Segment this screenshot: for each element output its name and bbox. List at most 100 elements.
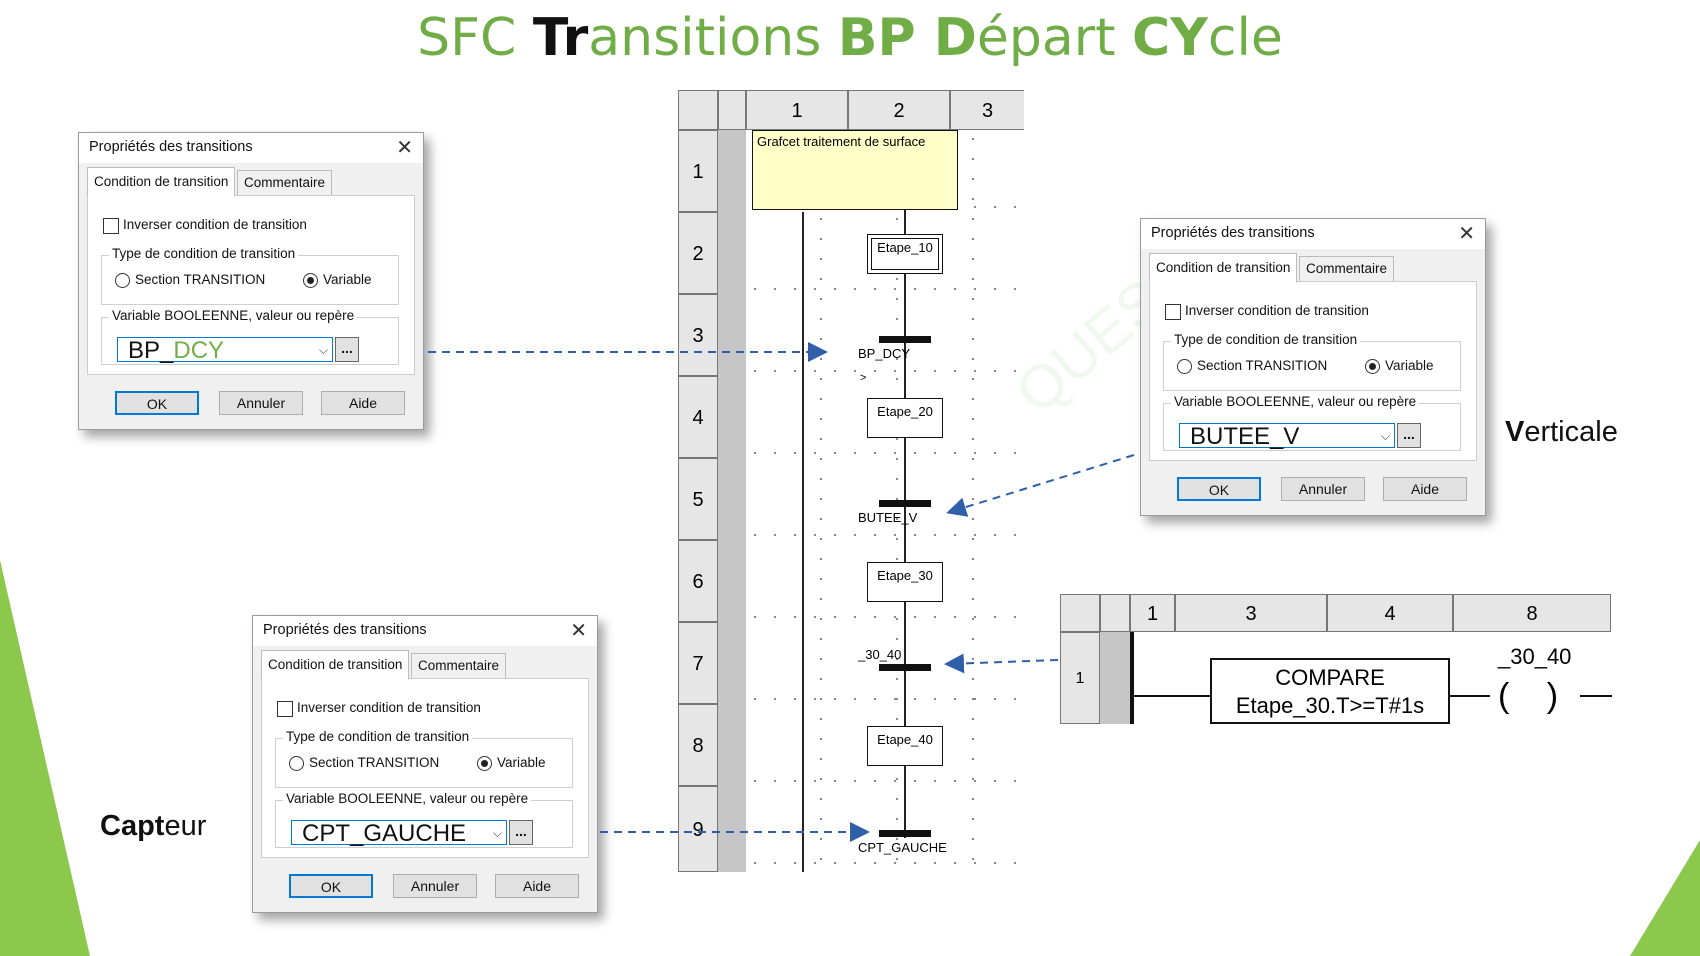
variable-group-title: Variable BOOLEENNE, valeur ou repère bbox=[1171, 394, 1420, 409]
left-power-rail bbox=[1130, 632, 1134, 724]
help-button[interactable]: Aide bbox=[1383, 477, 1467, 501]
invert-checkbox[interactable] bbox=[277, 701, 293, 717]
close-icon[interactable]: ✕ bbox=[396, 137, 413, 159]
transition-properties-dialog-bp-dcy: Propriétés des transitions ✕ Condition d… bbox=[78, 132, 424, 430]
browse-button[interactable]: ... bbox=[335, 337, 359, 362]
ladder-column-1[interactable]: 1 bbox=[1130, 594, 1175, 632]
tab-commentaire[interactable]: Commentaire bbox=[237, 170, 333, 196]
output-coil[interactable]: ( ) bbox=[1490, 679, 1580, 716]
variable-value: BUTEE_V bbox=[1190, 423, 1300, 450]
sfc-editor: 1 2 3 1 2 3 4 5 6 7 8 9 Grafcet traiteme… bbox=[678, 90, 1024, 872]
compare-block[interactable]: COMPARE Etape_30.T>=T#1s bbox=[1210, 658, 1450, 724]
main-link-line bbox=[904, 210, 906, 838]
variable-radio[interactable] bbox=[477, 756, 492, 771]
ok-button[interactable]: OK bbox=[1177, 477, 1261, 501]
chevron-down-icon[interactable]: ⌵ bbox=[318, 343, 328, 357]
ladder-transition-section: 1 3 4 8 1 COMPARE Etape_30.T>=T#1s ( ) _… bbox=[1060, 594, 1615, 728]
invert-checkbox[interactable] bbox=[103, 218, 119, 234]
variable-group-title: Variable BOOLEENNE, valeur ou repère bbox=[109, 308, 358, 323]
help-button[interactable]: Aide bbox=[495, 874, 579, 898]
row-header-4[interactable]: 4 bbox=[678, 376, 718, 458]
transition-label-cpt-gauche: CPT_GAUCHE bbox=[858, 840, 947, 855]
label-capteur: Capteur bbox=[100, 810, 206, 843]
step-label: Etape_40 bbox=[877, 732, 933, 747]
compare-block-expression: Etape_30.T>=T#1s bbox=[1235, 693, 1425, 718]
row-header-8[interactable]: 8 bbox=[678, 704, 718, 786]
step-etape-30[interactable]: Etape_30 bbox=[867, 562, 943, 602]
variable-radio[interactable] bbox=[1365, 359, 1380, 374]
invert-checkbox[interactable] bbox=[1165, 304, 1181, 320]
ladder-column-8[interactable]: 8 bbox=[1453, 594, 1611, 632]
variable-combo[interactable]: BUTEE_V ⌵ bbox=[1179, 423, 1395, 450]
variable-combo[interactable]: CPT_GAUCHE⌵ bbox=[291, 820, 507, 846]
transition-bar[interactable] bbox=[879, 664, 931, 671]
title-part: D bbox=[915, 8, 977, 68]
section-transition-label: Section TRANSITION bbox=[309, 755, 440, 770]
transition-bar[interactable] bbox=[879, 830, 931, 837]
title-part: Tr bbox=[532, 8, 589, 68]
invert-label: Inverser condition de transition bbox=[123, 217, 307, 232]
row-header-7[interactable]: 7 bbox=[678, 622, 718, 704]
row-header-2[interactable]: 2 bbox=[678, 212, 718, 294]
cancel-button[interactable]: Annuler bbox=[219, 391, 303, 415]
ok-button[interactable]: OK bbox=[289, 874, 373, 898]
transition-bar[interactable] bbox=[879, 336, 931, 343]
step-etape-10[interactable]: Etape_10 bbox=[867, 234, 943, 274]
section-transition-radio[interactable] bbox=[115, 273, 130, 288]
label-verticale-bold: V bbox=[1505, 416, 1525, 448]
section-transition-label: Section TRANSITION bbox=[1197, 358, 1328, 373]
tab-commentaire[interactable]: Commentaire bbox=[411, 653, 507, 679]
help-button[interactable]: Aide bbox=[321, 391, 405, 415]
invert-label: Inverser condition de transition bbox=[1185, 303, 1369, 318]
cancel-button[interactable]: Annuler bbox=[393, 874, 477, 898]
section-transition-radio[interactable] bbox=[289, 756, 304, 771]
dialog-title: Propriétés des transitions bbox=[263, 622, 427, 638]
ok-button[interactable]: OK bbox=[115, 391, 199, 415]
jump-marker: > bbox=[860, 372, 867, 384]
decorative-green-shape-left bbox=[0, 560, 90, 956]
grafcet-comment[interactable]: Grafcet traitement de surface bbox=[752, 130, 958, 210]
step-etape-20[interactable]: Etape_20 bbox=[867, 398, 943, 438]
variable-combo[interactable]: BP_DCY ⌵ bbox=[117, 337, 333, 364]
section-transition-label: Section TRANSITION bbox=[135, 272, 266, 287]
compare-block-name: COMPARE bbox=[1275, 665, 1385, 690]
ladder-column-3[interactable]: 3 bbox=[1175, 594, 1327, 632]
close-icon[interactable]: ✕ bbox=[1458, 223, 1475, 245]
transition-label-30-40: _30_40 bbox=[858, 647, 902, 662]
tab-condition[interactable]: Condition de transition bbox=[1149, 253, 1298, 283]
ladder-gutter bbox=[1100, 632, 1130, 724]
cancel-button[interactable]: Annuler bbox=[1281, 477, 1365, 501]
transition-bar[interactable] bbox=[879, 500, 931, 507]
section-transition-radio[interactable] bbox=[1177, 359, 1192, 374]
row-header-5[interactable]: 5 bbox=[678, 458, 718, 540]
row-header-1[interactable]: 1 bbox=[678, 130, 718, 212]
grid-corner bbox=[1060, 594, 1100, 632]
close-icon[interactable]: ✕ bbox=[570, 620, 587, 642]
step-etape-40[interactable]: Etape_40 bbox=[867, 726, 943, 766]
title-part: ansitions bbox=[588, 8, 838, 68]
row-header-9[interactable]: 9 bbox=[678, 786, 718, 872]
step-label: Etape_20 bbox=[877, 404, 933, 419]
ladder-column-4[interactable]: 4 bbox=[1327, 594, 1453, 632]
column-header-1[interactable]: 1 bbox=[746, 90, 848, 130]
row-header-3[interactable]: 3 bbox=[678, 294, 718, 376]
variable-radio[interactable] bbox=[303, 273, 318, 288]
column-header-3[interactable]: 3 bbox=[950, 90, 1024, 130]
ladder-row-1[interactable]: 1 bbox=[1060, 632, 1100, 724]
row-header-6[interactable]: 6 bbox=[678, 540, 718, 622]
label-capteur-bold: Capt bbox=[100, 810, 165, 842]
browse-button[interactable]: ... bbox=[1397, 423, 1421, 448]
variable-value-prefix: BP_ bbox=[128, 337, 174, 364]
tab-commentaire[interactable]: Commentaire bbox=[1299, 256, 1395, 282]
title-part: CY bbox=[1132, 8, 1208, 68]
variable-value-suffix: DCY bbox=[173, 337, 225, 364]
dialog-titlebar: Propriétés des transitions ✕ bbox=[1141, 219, 1485, 249]
column-header-2[interactable]: 2 bbox=[848, 90, 950, 130]
title-part: é bbox=[976, 8, 1009, 68]
tab-condition[interactable]: Condition de transition bbox=[261, 650, 410, 680]
chevron-down-icon[interactable]: ⌵ bbox=[492, 826, 502, 840]
grid-corner bbox=[718, 90, 746, 130]
tab-condition[interactable]: Condition de transition bbox=[87, 167, 236, 197]
browse-button[interactable]: ... bbox=[509, 820, 533, 845]
chevron-down-icon[interactable]: ⌵ bbox=[1380, 429, 1390, 443]
